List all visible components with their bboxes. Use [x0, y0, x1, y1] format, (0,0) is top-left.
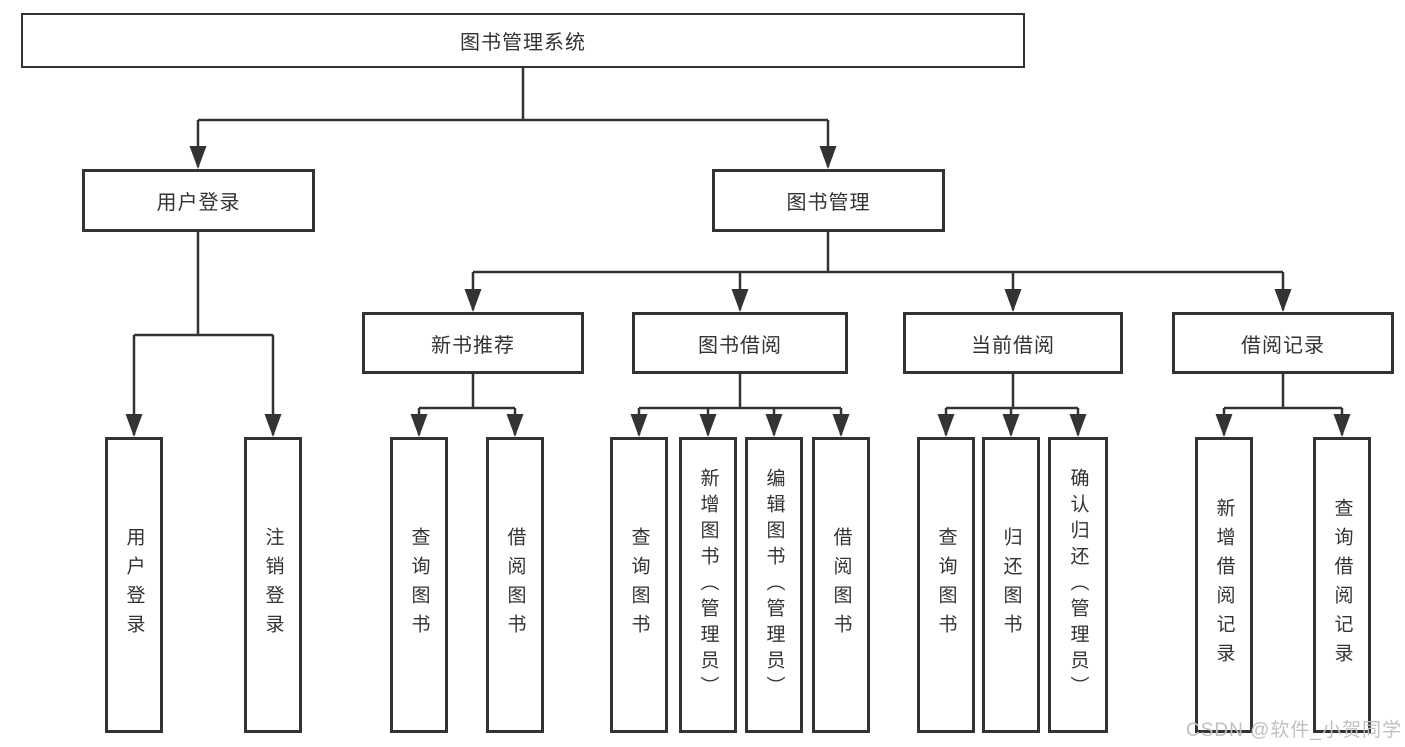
arrow-down-icon [1333, 414, 1351, 437]
leaf-edit-book-admin: 编辑图书（管理员） [745, 437, 803, 733]
arrow-down-icon [1002, 414, 1020, 437]
leaf-confirm-return-admin: 确认归还（管理员） [1048, 437, 1108, 733]
arrow-down-icon [1069, 414, 1087, 437]
node-label: 新增借阅记录 [1213, 498, 1235, 672]
arrow-down-icon [937, 414, 955, 437]
leaf-return-book: 归还图书 [982, 437, 1040, 733]
node-label: 查询借阅记录 [1331, 498, 1353, 672]
connector-book-borrow [637, 374, 843, 435]
node-label: 图书管理 [786, 192, 871, 214]
leaf-add-book-admin: 新增图书（管理员） [679, 437, 737, 733]
leaf-add-borrow-record: 新增借阅记录 [1195, 437, 1253, 733]
node-label: 确认归还（管理员） [1067, 468, 1089, 702]
arrow-down-icon [832, 414, 850, 437]
leaf-query-books-recommend: 查询图书 [390, 437, 448, 733]
node-root: 图书管理系统 [21, 13, 1025, 68]
node-book-management: 图书管理 [712, 169, 945, 232]
node-label: 查询图书 [628, 527, 650, 643]
arrow-down-icon [189, 146, 207, 169]
node-label: 图书借阅 [698, 334, 782, 357]
connector-new-book-recommend [417, 374, 517, 435]
watermark: CSDN @软件_小贺同学 [1186, 720, 1402, 741]
arrow-down-icon [1215, 414, 1233, 437]
arrow-down-icon [699, 414, 717, 437]
arrow-down-icon [731, 289, 749, 312]
node-label: 借阅图书 [504, 527, 526, 643]
node-label: 查询图书 [935, 527, 957, 643]
leaf-query-books-borrow: 查询图书 [610, 437, 668, 733]
node-label: 新增图书（管理员） [697, 468, 719, 702]
node-label: 编辑图书（管理员） [763, 468, 785, 702]
node-book-borrow: 图书借阅 [632, 312, 848, 374]
node-label: 借阅记录 [1241, 334, 1325, 357]
node-current-borrow: 当前借阅 [903, 312, 1123, 374]
leaf-query-borrow-record: 查询借阅记录 [1313, 437, 1371, 733]
node-label: 用户登录 [156, 192, 241, 214]
node-borrow-records: 借阅记录 [1172, 312, 1394, 374]
connector-borrow-records [1222, 374, 1344, 435]
leaf-logout: 注销登录 [244, 437, 302, 733]
node-label: 归还图书 [1000, 527, 1022, 643]
node-label: 图书管理系统 [460, 32, 586, 54]
arrow-down-icon [125, 414, 143, 437]
arrow-down-icon [464, 289, 482, 312]
node-label: 查询图书 [408, 527, 430, 643]
connector-root [196, 68, 830, 167]
node-label: 新书推荐 [431, 334, 515, 357]
node-user-login: 用户登录 [82, 169, 315, 232]
arrow-down-icon [506, 414, 524, 437]
arrow-down-icon [1004, 289, 1022, 312]
node-label: 借阅图书 [830, 527, 852, 643]
node-label: 用户登录 [123, 527, 145, 643]
arrow-down-icon [264, 414, 282, 437]
node-label: 当前借阅 [971, 334, 1055, 357]
node-label: 注销登录 [262, 527, 284, 643]
arrow-down-icon [410, 414, 428, 437]
connector-current-borrow [944, 374, 1080, 435]
leaf-borrow-books-recommend: 借阅图书 [486, 437, 544, 733]
leaf-user-login: 用户登录 [105, 437, 163, 733]
arrow-down-icon [819, 146, 837, 169]
leaf-borrow-books-borrow: 借阅图书 [812, 437, 870, 733]
leaf-query-books-current: 查询图书 [917, 437, 975, 733]
connector-book-management [471, 232, 1285, 310]
arrow-down-icon [765, 414, 783, 437]
node-new-book-recommend: 新书推荐 [362, 312, 584, 374]
arrow-down-icon [630, 414, 648, 437]
arrow-down-icon [1274, 289, 1292, 312]
connector-user-login [132, 232, 275, 435]
